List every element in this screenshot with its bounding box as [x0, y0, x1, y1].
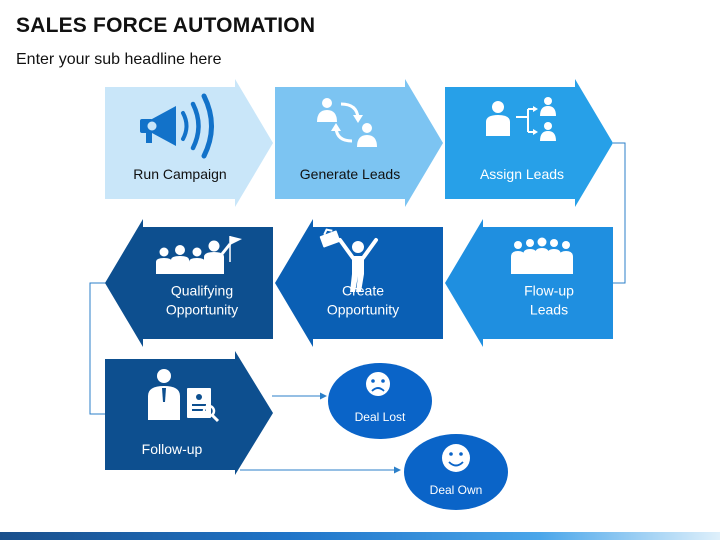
step-label: Run Campaign: [133, 166, 226, 182]
person-resume-icon: [148, 369, 220, 423]
outcome-deal-lost: Deal Lost: [328, 363, 432, 439]
label-line: Assign Leads: [480, 166, 564, 182]
label-line: Qualifying: [171, 283, 233, 299]
label-line: Leads: [530, 302, 568, 318]
label-line: Create: [342, 283, 384, 299]
outcome-label: Deal Own: [430, 483, 483, 497]
step-arrow-shape: [105, 79, 273, 207]
label-line: Follow-up: [142, 441, 203, 457]
connector-line: [89, 282, 106, 415]
team-flag-icon: [156, 236, 242, 274]
label-line: Deal Own: [430, 483, 483, 497]
label-line: Opportunity: [166, 302, 238, 318]
step-arrow-shape: [445, 79, 613, 207]
happy-face-icon: [442, 444, 470, 472]
step-follow-up: Follow-up: [105, 351, 273, 475]
label-line: Generate Leads: [300, 166, 400, 182]
label-line: Flow-up: [524, 283, 574, 299]
sad-face-icon: [366, 372, 390, 396]
page-title: SALES FORCE AUTOMATION: [16, 14, 316, 37]
label-line: Opportunity: [327, 302, 399, 318]
org-chart-icon: [486, 97, 556, 141]
page-subtitle: Enter your sub headline here: [16, 51, 222, 68]
step-arrow-shape: [445, 219, 613, 347]
step-assign-leads: Assign Leads: [445, 79, 613, 207]
step-label: Follow-up: [142, 441, 203, 457]
step-run-campaign: Run Campaign: [105, 79, 273, 207]
megaphone-icon: [140, 93, 214, 159]
footer-gradient-bar: [0, 532, 720, 540]
people-exchange-icon: [317, 98, 377, 147]
celebrating-person-icon: [319, 228, 378, 292]
label-line: Run Campaign: [133, 166, 226, 182]
step-generate-leads: Generate Leads: [275, 79, 443, 207]
outcome-deal-own: Deal Own: [404, 434, 508, 510]
step-arrow-shape: [105, 219, 273, 347]
step-label: Generate Leads: [300, 166, 400, 182]
label-line: Deal Lost: [355, 410, 406, 424]
outcome-label: Deal Lost: [355, 410, 406, 424]
step-label: Assign Leads: [480, 166, 564, 182]
outcome-circle: [328, 363, 432, 439]
team-icon: [511, 237, 573, 274]
connector-line: [613, 142, 626, 284]
